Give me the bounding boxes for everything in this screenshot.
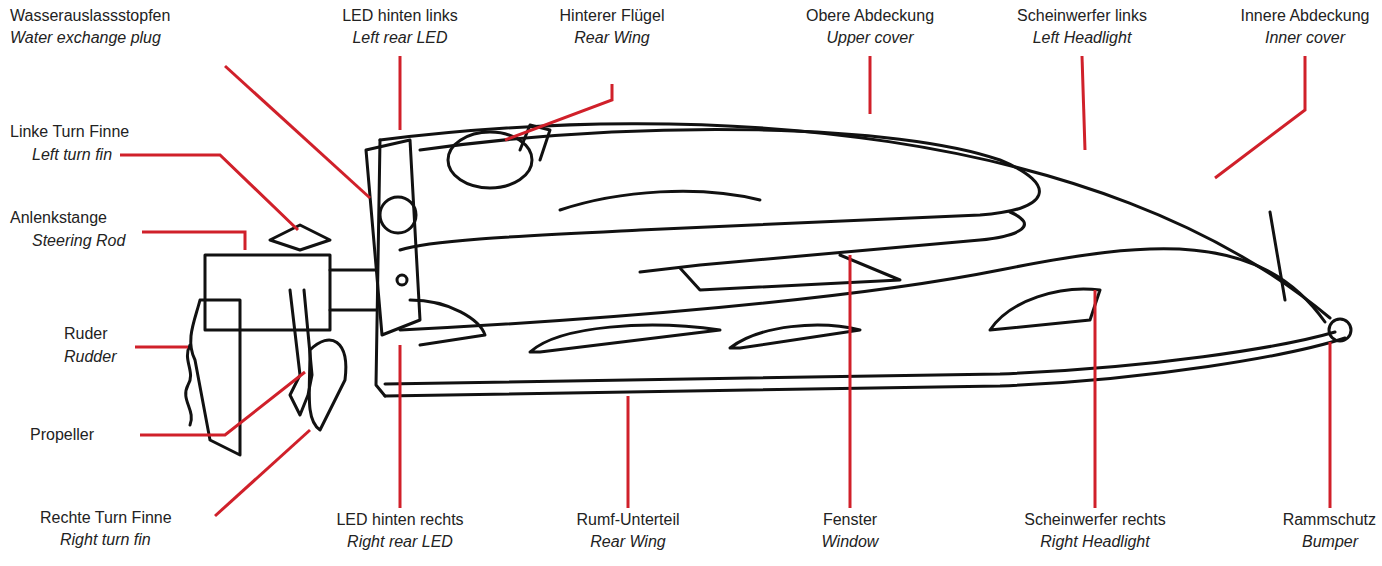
part-name-german: Anlenkstange [8,208,109,228]
leader-lines [120,56,1330,516]
part-name-english: Rear Wing [572,28,651,48]
part-name-english: Right Headlight [1038,532,1151,552]
boat-outline [186,124,1351,455]
part-name-german: Ruder [62,324,110,344]
part-name-german: Scheinwerfer rechts [1022,510,1167,530]
part-name-german: Fenster [821,510,879,530]
part-name-english: Upper cover [824,28,915,48]
part-name-english: Water exchange plug [8,28,163,48]
part-name-german: LED hinten links [340,6,460,26]
part-name-english: Left turn fin [30,145,114,165]
part-name-german: Rechte Turn Finne [38,508,174,528]
part-name-english: Bumper [1300,532,1360,552]
part-name-english: Right turn fin [58,530,153,550]
part-name-english: Rudder [62,347,118,367]
part-name-german: Innere Abdeckung [1239,6,1372,26]
part-name-english: Window [820,532,881,552]
part-name-english: Left Headlight [1031,28,1134,48]
part-name-english: Inner cover [1263,28,1347,48]
part-name-german: Rammschutz [1281,510,1378,530]
part-name-german: LED hinten rechts [334,510,465,530]
part-name-german: Hinterer Flügel [558,6,667,26]
part-name-english: Rear Wing [588,532,667,552]
part-name-german: Wasserauslassstopfen [8,6,172,26]
part-name-german: Rumf-Unterteil [574,510,681,530]
part-name-english: Right rear LED [345,532,455,552]
part-name-german: Scheinwerfer links [1015,6,1149,26]
part-name-german: Linke Turn Finne [8,122,131,142]
part-name-german: Obere Abdeckung [804,6,936,26]
part-name-english: Left rear LED [350,28,449,48]
part-name-english: Steering Rod [30,231,127,251]
part-name-german: Propeller [28,425,96,445]
